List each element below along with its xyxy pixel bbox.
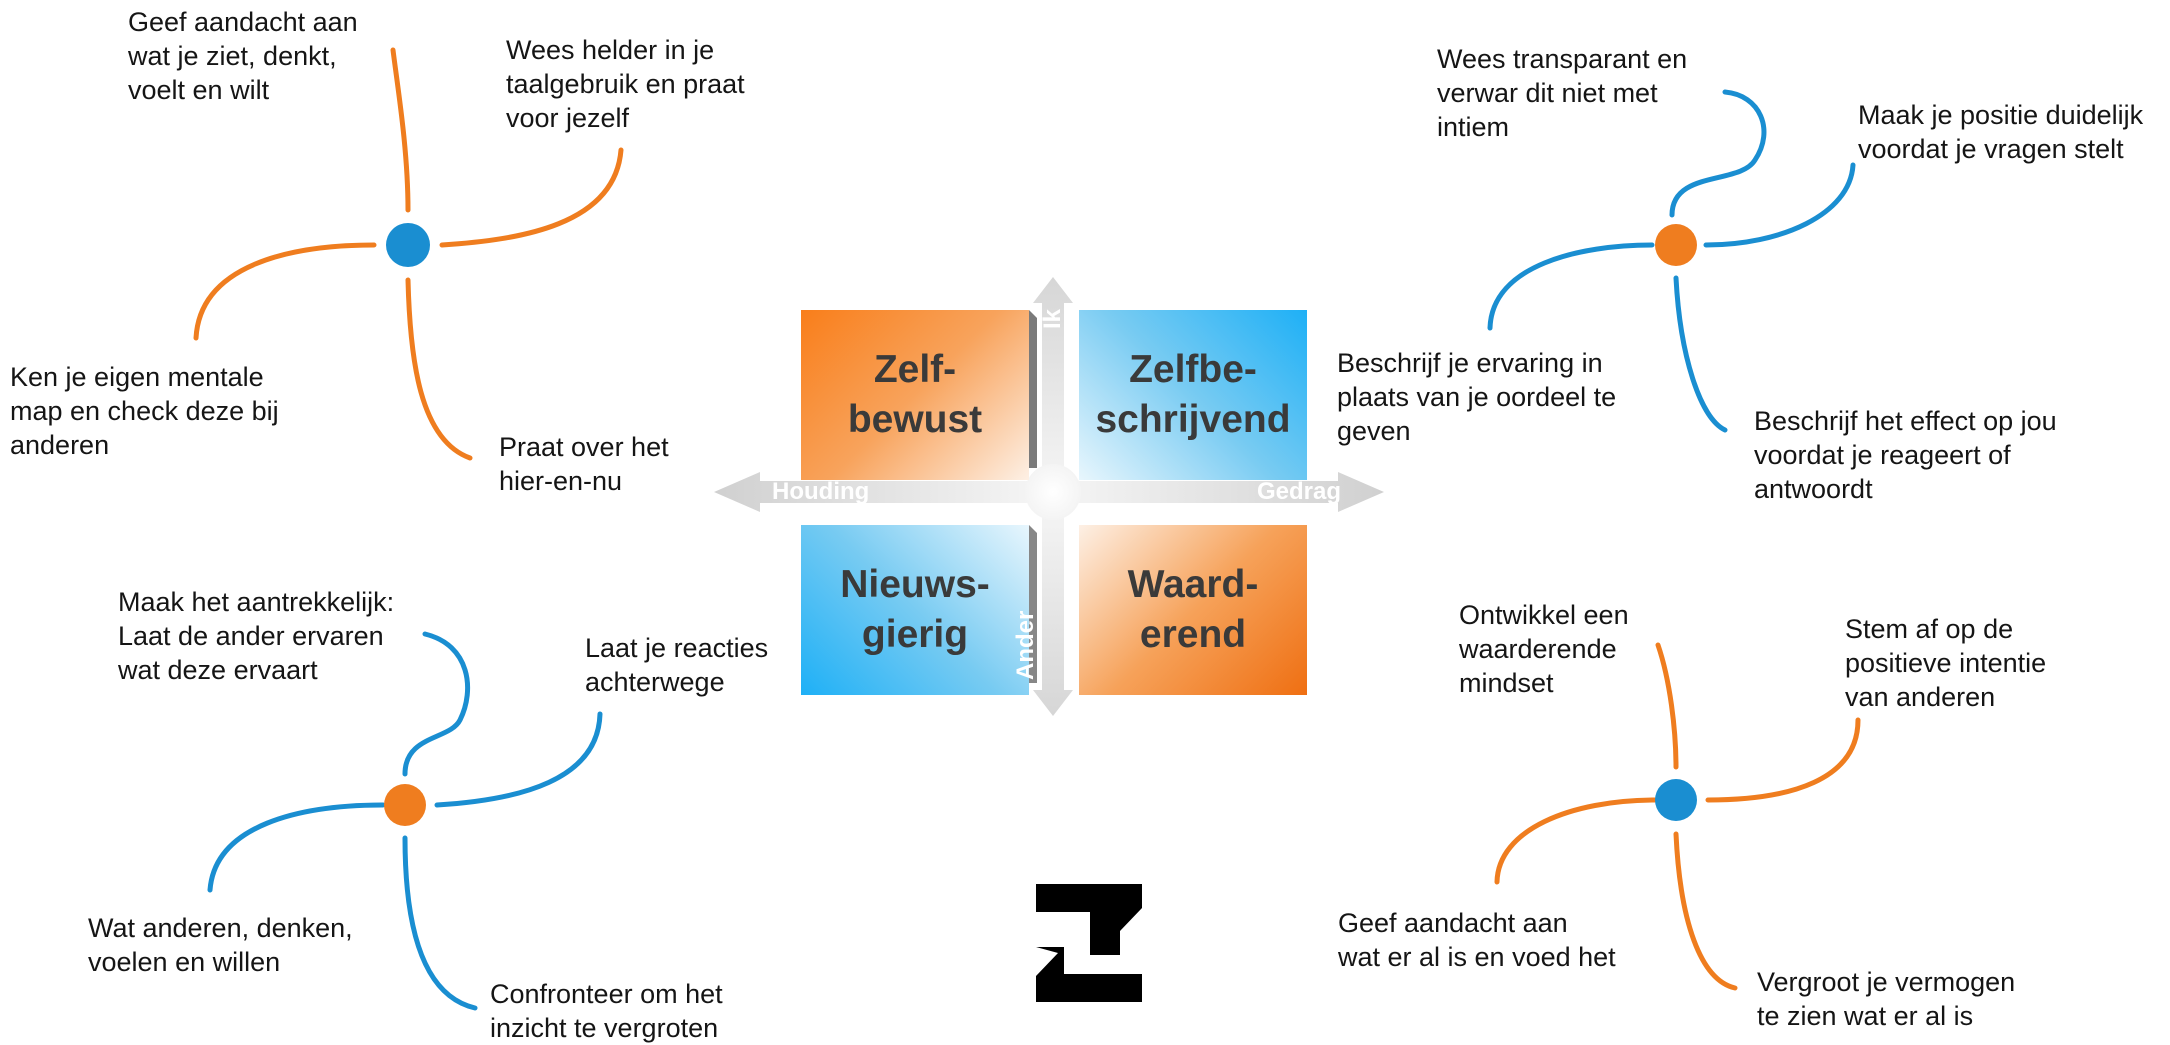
axis-label-ik: Ik [1039, 308, 1066, 329]
label-tr-2: Maak je positie duidelijk voordat je vra… [1858, 100, 2144, 164]
label-tl-1: Geef aandacht aan wat je ziet, denkt, vo… [128, 7, 358, 105]
label-tr-1: Wees transparant en verwar dit niet met … [1437, 44, 1688, 142]
branch-bl-right [434, 711, 603, 808]
branch-bl-down [402, 835, 478, 1011]
branch-tl-left [193, 242, 377, 341]
branch-bl-up [402, 631, 471, 777]
cluster-bottom-right-branches [1494, 642, 1861, 991]
branch-tl-right [439, 147, 624, 248]
quadrant-zelfbeschrijvend-label: Zelfbe- schrijvend [1095, 348, 1291, 441]
quadrant-nieuwsgierig: Nieuws- gierig [801, 525, 1029, 695]
label-br-2: Stem af op de positieve intentie van and… [1845, 614, 2047, 712]
label-tr-3: Beschrijf je ervaring in plaats van je o… [1337, 348, 1617, 446]
axis-label-houding: Houding [772, 478, 870, 505]
quadrant-zelfbeschrijvend: Zelfbe- schrijvend [1079, 310, 1307, 480]
branch-tr-down [1673, 275, 1728, 433]
label-tl-3: Ken je eigen mentale map en check deze b… [10, 362, 279, 460]
axis-center [1025, 464, 1081, 520]
branch-tl-down [405, 277, 473, 461]
cluster-top-right-branches [1487, 89, 1856, 433]
label-bl-2: Laat je reacties achterwege [585, 633, 769, 697]
label-br-1: Ontwikkel een waarderende mindset [1459, 600, 1629, 698]
label-tr-4: Beschrijf het effect op jou voordat je r… [1754, 406, 2057, 504]
label-bl-1: Maak het aantrekkelijk: Laat de ander er… [118, 587, 395, 685]
label-tl-2: Wees helder in je taalgebruik en praat v… [506, 35, 745, 133]
axis-label-gedrag: Gedrag [1257, 478, 1342, 505]
quadrant-zelfbewust-label: Zelf- bewust [847, 348, 983, 441]
quadrant-waarderend: Waard- erend [1079, 525, 1307, 695]
branch-bl-left [207, 802, 386, 893]
label-bl-4: Confronteer om het inzicht te vergroten [490, 979, 723, 1043]
label-tl-4: Praat over het hier-en-nu [499, 432, 669, 496]
branch-tl-up [390, 47, 411, 213]
brand-logo-icon [1036, 884, 1142, 1002]
node-bottom-right [1655, 779, 1697, 821]
label-br-3: Geef aandacht aan wat er al is en voed h… [1338, 908, 1616, 972]
axis-label-ander: Ander [1012, 610, 1039, 680]
label-br-4: Vergroot je vermogen te zien wat er al i… [1757, 967, 2016, 1031]
node-top-right [1655, 224, 1697, 266]
cluster-bottom-left-branches [207, 631, 603, 1011]
node-top-left [386, 223, 430, 267]
branch-tr-left [1487, 242, 1655, 331]
branch-br-right [1705, 717, 1861, 803]
node-bottom-left [384, 784, 426, 826]
branch-br-left [1494, 797, 1659, 885]
label-bl-3: Wat anderen, denken, voelen en willen [88, 913, 353, 977]
branch-tr-up [1669, 89, 1767, 218]
branch-br-down [1673, 831, 1738, 991]
quadrant-waarderend-label: Waard- erend [1127, 563, 1259, 656]
quadrant-zelfbewust: Zelf- bewust [801, 310, 1029, 480]
branch-tr-right [1703, 162, 1856, 248]
cluster-top-left-branches [193, 47, 624, 461]
branch-br-up [1655, 642, 1679, 770]
quadrant-nieuwsgierig-label: Nieuws- gierig [840, 563, 990, 656]
